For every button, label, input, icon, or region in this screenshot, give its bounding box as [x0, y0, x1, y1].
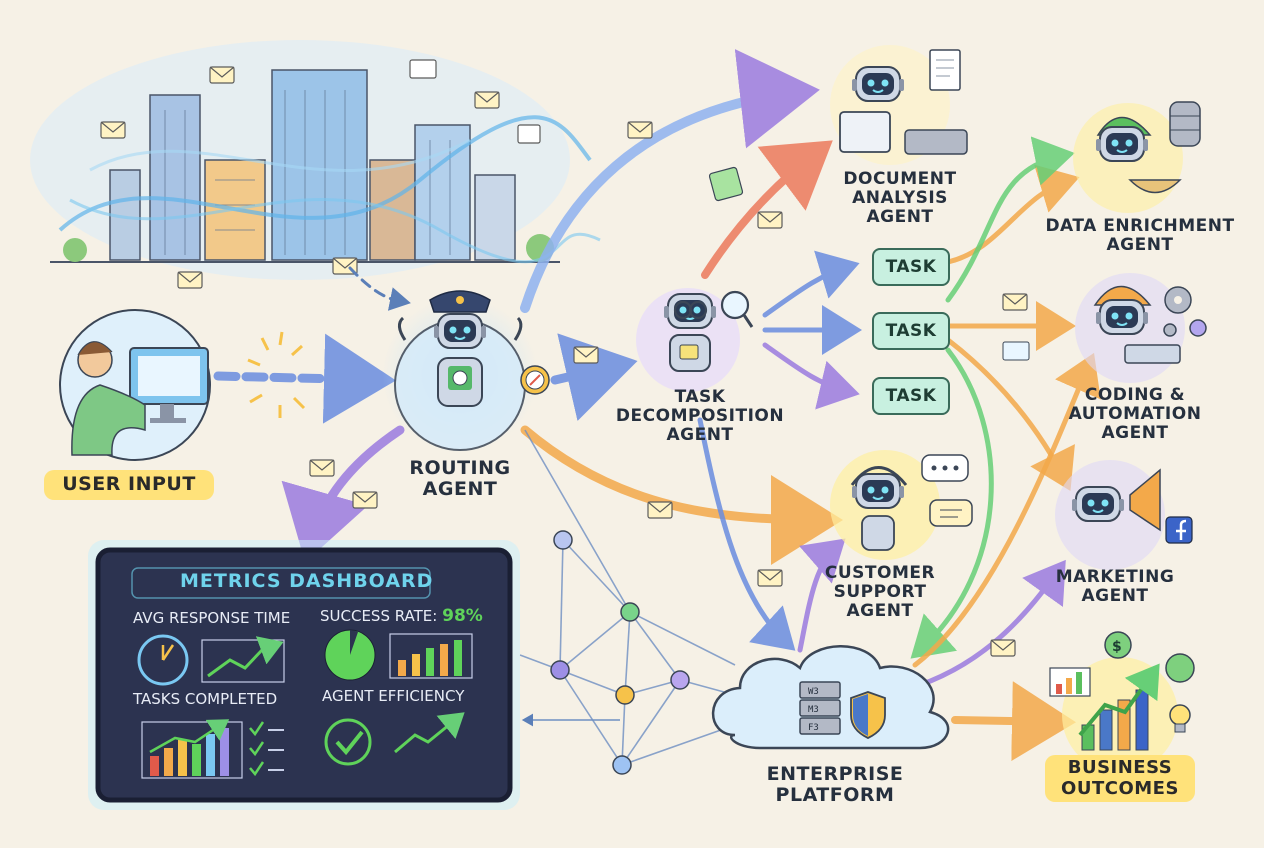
envelope-icon — [352, 491, 378, 509]
server-label: F3 — [808, 723, 819, 733]
label-line: AGENT — [846, 601, 914, 622]
envelope-icon — [990, 639, 1016, 657]
label-line: ANALYSIS — [852, 188, 948, 209]
label-line: CUSTOMER — [824, 563, 936, 583]
success-rate-text: SUCCESS RATE: — [320, 607, 438, 625]
agent-efficiency-label: AGENT EFFICIENCY — [322, 687, 465, 705]
marketing-agent-label: MARKETING AGENT — [1050, 567, 1180, 607]
envelope-icon — [309, 459, 335, 477]
envelope-icon — [573, 346, 599, 364]
routing-agent-label: ROUTING AGENT — [395, 457, 525, 501]
customer-support-agent-robot — [309, 450, 973, 587]
envelope-icon — [209, 66, 235, 84]
task-box: TASK — [872, 312, 950, 350]
server-icon: W3 M3 F3 — [799, 681, 841, 735]
label-line: AGENT — [1101, 423, 1169, 444]
coding-automation-agent-robot — [1002, 273, 1207, 383]
label-line: AGENT — [1081, 586, 1149, 607]
label-line: PLATFORM — [775, 784, 895, 807]
magnifier-icon — [720, 290, 750, 320]
label-line: TASK — [674, 387, 726, 407]
envelope-icon — [647, 501, 673, 519]
envelope-icon — [474, 91, 500, 109]
network-graph — [519, 429, 736, 775]
label-line: AGENT — [866, 207, 934, 228]
envelope-icon — [1002, 293, 1028, 311]
enterprise-platform-cloud: W3 M3 F3 — [711, 645, 950, 750]
success-rate-value: 98% — [442, 606, 483, 626]
headset-icon — [850, 466, 908, 486]
user-input-text: USER INPUT — [62, 473, 196, 495]
document-analysis-agent-label: DOCUMENT ANALYSIS AGENT — [830, 169, 970, 228]
server-label: M3 — [808, 705, 819, 715]
envelope-icon — [757, 211, 783, 229]
label-line: MARKETING — [1055, 567, 1175, 587]
database-icon — [1169, 101, 1201, 147]
user-input-illustration — [59, 309, 306, 461]
server-label: W3 — [808, 687, 819, 697]
customer-support-agent-label: CUSTOMER SUPPORT AGENT — [820, 563, 940, 622]
envelope-icon — [177, 271, 203, 289]
dollar-coin-icon — [1104, 631, 1132, 659]
tasks-completed-label: TASKS COMPLETED — [133, 690, 278, 708]
task-decomposition-agent-label: TASK DECOMPOSITION AGENT — [610, 387, 790, 446]
megaphone-icon — [1129, 468, 1161, 532]
label-line: OUTCOMES — [1061, 777, 1179, 799]
label-line: BUSINESS — [1067, 757, 1173, 778]
envelope-icon — [627, 121, 653, 139]
task-decomposition-agent-robot — [636, 288, 754, 392]
document-analysis-agent-robot — [627, 45, 968, 229]
task-box: TASK — [872, 377, 950, 415]
envelope-icon — [757, 569, 783, 587]
label-line: ROUTING — [409, 457, 511, 479]
label-line: AGENT — [422, 478, 498, 501]
envelope-icon — [100, 121, 126, 139]
label-line: AGENT — [1106, 235, 1174, 256]
label-line: AUTOMATION — [1068, 404, 1202, 425]
city-skyline-illustration — [30, 40, 601, 289]
metrics-dashboard — [88, 540, 520, 810]
gear-icon — [1189, 319, 1207, 337]
data-enrichment-agent-label: DATA ENRICHMENT AGENT — [1040, 216, 1240, 256]
dashboard-title: METRICS DASHBOARD — [180, 570, 434, 592]
avg-response-time-label: AVG RESPONSE TIME — [133, 609, 291, 627]
task-box: TASK — [872, 248, 950, 286]
data-enrichment-agent-robot — [1073, 101, 1201, 213]
svg-text:$: $ — [1112, 639, 1122, 655]
label-line: AGENT — [666, 425, 734, 446]
business-outcomes-label: BUSINESS OUTCOMES — [1045, 755, 1195, 803]
label-line: DOCUMENT — [843, 169, 957, 189]
lightbulb-icon — [1169, 704, 1191, 726]
business-outcomes-illustration: $ — [1049, 631, 1195, 773]
label-line: ENTERPRISE — [766, 763, 904, 785]
success-rate-label: SUCCESS RATE: 98% — [320, 606, 483, 626]
label-line: SUPPORT — [833, 582, 927, 603]
marketing-agent-robot — [990, 460, 1193, 657]
enterprise-platform-label: ENTERPRISE PLATFORM — [750, 763, 920, 807]
label-line: CODING & — [1084, 385, 1186, 405]
label-line: DATA ENRICHMENT — [1045, 216, 1235, 236]
routing-agent-robot — [382, 290, 599, 453]
label-line: DECOMPOSITION — [615, 406, 785, 427]
coding-automation-agent-label: CODING & AUTOMATION AGENT — [1050, 385, 1220, 444]
user-input-label: USER INPUT — [44, 470, 214, 500]
